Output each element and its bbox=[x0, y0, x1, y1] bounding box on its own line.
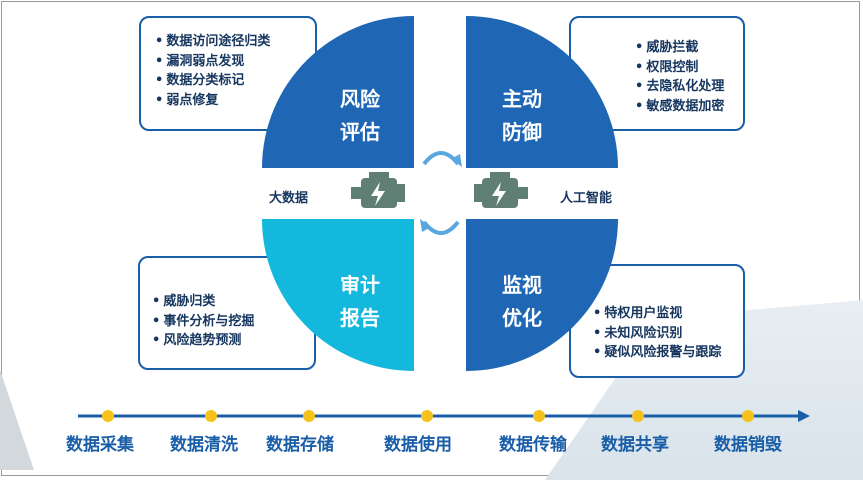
timeline-dot bbox=[632, 410, 644, 422]
stage-transfer-label: 数据传输 bbox=[499, 435, 567, 455]
monitor-optimize-box: 特权用户监视 未知风险识别 疑似风险报警与跟踪 bbox=[569, 264, 745, 378]
cycle-arrow-bottom-icon bbox=[420, 219, 460, 235]
list-item: 疑似风险报警与跟踪 bbox=[593, 343, 733, 363]
timeline-dot bbox=[742, 410, 754, 422]
timeline-dot bbox=[205, 410, 217, 422]
timeline-dot bbox=[102, 410, 114, 422]
engine-icon bbox=[474, 172, 528, 208]
quadrant-label-audit-report: 审计报告 bbox=[340, 273, 380, 330]
engine-icon bbox=[351, 172, 405, 208]
list-item: 威胁拦截 bbox=[635, 38, 733, 58]
list-item: 数据分类标记 bbox=[155, 71, 305, 91]
decorative-shape-left bbox=[0, 370, 34, 470]
list-item: 数据访问途径归类 bbox=[155, 32, 305, 52]
list-item: 弱点修复 bbox=[155, 91, 305, 111]
quadrant-label-risk-assessment: 风险评估 bbox=[340, 87, 380, 144]
list-item: 漏洞弱点发现 bbox=[155, 52, 305, 72]
quadrant-label-active-defense: 主动防御 bbox=[502, 87, 542, 144]
timeline-dot bbox=[421, 410, 433, 422]
timeline-dot bbox=[303, 410, 315, 422]
list-item: 事件分析与挖掘 bbox=[152, 312, 304, 332]
timeline-dot bbox=[533, 410, 545, 422]
stage-use-label: 数据使用 bbox=[384, 435, 452, 455]
stage-destroy-label: 数据销毁 bbox=[714, 435, 782, 455]
stage-collect-label: 数据采集 bbox=[66, 435, 134, 455]
lifecycle-timeline bbox=[78, 410, 810, 422]
stage-share-label: 数据共享 bbox=[601, 435, 669, 455]
stage-clean-label: 数据清洗 bbox=[170, 435, 238, 455]
list-item: 风险趋势预测 bbox=[152, 331, 304, 351]
stage-store-label: 数据存储 bbox=[266, 435, 334, 455]
quadrant-label-monitor-optimize: 监视优化 bbox=[502, 273, 542, 330]
list-item: 未知风险识别 bbox=[593, 324, 733, 344]
list-item: 特权用户监视 bbox=[593, 304, 733, 324]
cycle-arrow-top-icon bbox=[422, 151, 462, 167]
list-item: 权限控制 bbox=[635, 58, 733, 78]
ai-label: 人工智能 bbox=[560, 191, 613, 206]
list-item: 威胁归类 bbox=[152, 292, 304, 312]
active-defense-box: 威胁拦截 权限控制 去隐私化处理 敏感数据加密 bbox=[569, 16, 745, 131]
list-item: 去隐私化处理 bbox=[635, 77, 733, 97]
list-item: 敏感数据加密 bbox=[635, 97, 733, 117]
big-data-label: 大数据 bbox=[269, 191, 309, 206]
